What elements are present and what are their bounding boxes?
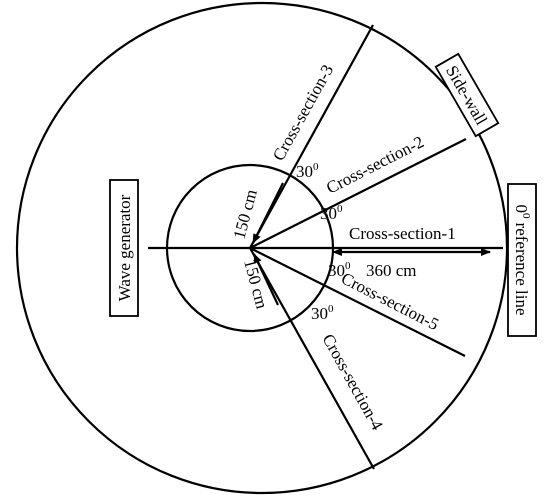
angle-label-cs2-cs1: 300 (320, 203, 343, 223)
dim-360-left-arrowhead (332, 248, 342, 256)
dim-150-lower-label: 150 cm (240, 257, 271, 311)
cross-section-1-label: Cross-section-1 (349, 224, 456, 243)
cross-section-4-label: Cross-section-4 (319, 331, 388, 434)
cross-section-3-line (249, 24, 374, 249)
dim-150-upper-label: 150 cm (230, 187, 261, 241)
wave-generator-label: Wave generator (115, 194, 134, 301)
angle-label-cs1-cs5: 300 (328, 260, 351, 280)
cross-section-5-line (249, 247, 466, 357)
cross-section-2-label: Cross-section-2 (323, 132, 427, 197)
dim-150-upper-arrow (252, 182, 284, 244)
cross-section-2-line (249, 138, 467, 249)
side-wall-box (434, 52, 500, 138)
cross-section-4-line (249, 247, 375, 470)
dim-150-lower-arrow (253, 253, 279, 306)
reference-line-text: reference line (512, 223, 531, 316)
wave-generator-box (109, 179, 139, 317)
reference-angle-sup: 0 (520, 213, 532, 219)
outer-basin-circle (15, 1, 509, 495)
reference-angle: 0 (512, 205, 531, 214)
dim-360-label: 360 cm (366, 261, 417, 280)
reference-line-label: 00 reference line (512, 205, 532, 316)
angle-label-cs5-cs4: 300 (311, 303, 334, 323)
angle-label-cs3-cs2: 300 (296, 161, 319, 181)
reference-line-box (507, 183, 537, 337)
cross-section-3-label: Cross-section-3 (269, 61, 337, 164)
